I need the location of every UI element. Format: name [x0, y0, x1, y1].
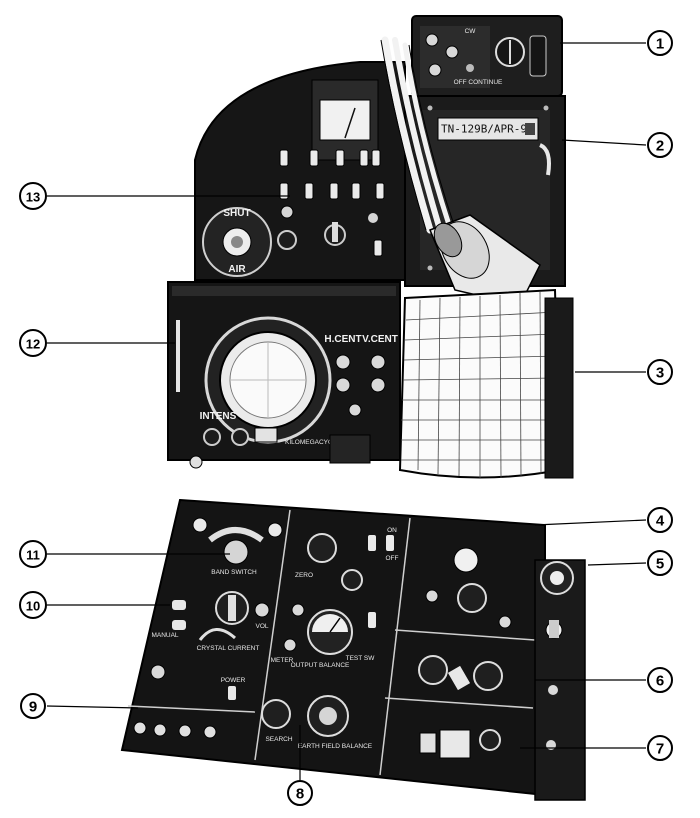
cable-bundle — [381, 36, 453, 234]
h-cent-label: H.CENT — [324, 334, 361, 345]
mesh-bag — [398, 288, 574, 479]
zero-label: ZERO — [295, 572, 313, 579]
test-sw-label: TEST SW — [346, 655, 376, 662]
indicator-scope-unit: H.CENT V.CENT INTENS KILOMEGACYCLES — [167, 281, 401, 469]
air-label: AIR — [228, 264, 246, 275]
on-label: ON — [387, 527, 397, 534]
callout-6: 6 — [647, 667, 673, 693]
callout-13: 13 — [19, 182, 47, 210]
kilomegacycles-label: KILOMEGACYCLES — [285, 439, 346, 446]
callout-3: 3 — [647, 359, 673, 385]
callout-number: 10 — [26, 599, 40, 614]
callout-7: 7 — [647, 735, 673, 761]
callout-10: 10 — [19, 591, 47, 619]
unit-label: OFF CONTINUE — [454, 79, 503, 86]
crystal-current-label: CRYSTAL CURRENT — [197, 645, 260, 652]
cable-connector — [429, 214, 541, 306]
callout-4: 4 — [647, 507, 673, 533]
callout-number: 12 — [26, 337, 40, 352]
callout-8: 8 — [287, 780, 313, 806]
leader-2 — [561, 139, 647, 146]
search-label: SEARCH — [265, 736, 292, 743]
nameplate: TN-129B/APR-9 — [441, 123, 527, 136]
meter-label: METER — [271, 657, 294, 664]
callout-2: 2 — [647, 132, 673, 158]
callout-12: 12 — [19, 329, 47, 357]
callout-number: 7 — [656, 741, 664, 758]
callout-1: 1 — [647, 30, 673, 56]
earth-field-balance-label: EARTH FIELD BALANCE — [298, 743, 373, 750]
intens-label: INTENS — [200, 411, 237, 422]
callout-number: 5 — [656, 556, 664, 573]
tuning-unit-cabinet: TN-129B/APR-9 — [404, 95, 566, 287]
unit-label: CW — [465, 28, 477, 35]
callout-number: 6 — [656, 673, 664, 690]
leader-9 — [46, 705, 139, 709]
callout-number: 1 — [656, 36, 664, 53]
leader-5 — [587, 562, 647, 566]
manual-label: MANUAL — [151, 632, 178, 639]
callout-number: 8 — [296, 786, 304, 803]
band-switch-label: BAND SWITCH — [211, 569, 257, 576]
callout-number: 11 — [26, 548, 40, 563]
callout-9: 9 — [20, 693, 46, 719]
control-panel: BAND SWITCH MANUAL CRYSTAL CURRENT VOL P… — [120, 498, 586, 801]
indicator-cabinet: SHUT AIR — [194, 61, 406, 281]
callout-11: 11 — [19, 540, 47, 568]
callout-number: 9 — [29, 699, 37, 716]
off-label: OFF — [386, 555, 399, 562]
leader-4 — [534, 519, 647, 526]
output-balance-label: OUTPUT BALANCE — [291, 662, 350, 669]
callout-number: 4 — [656, 513, 665, 530]
shutter-label: SHUT — [223, 208, 250, 219]
callout-number: 2 — [656, 138, 664, 155]
vol-label: VOL — [255, 623, 268, 630]
cable-bundle-outline — [380, 39, 456, 231]
callout-5: 5 — [647, 550, 673, 576]
callout-number: 3 — [656, 365, 664, 382]
power-label: POWER — [221, 677, 246, 684]
control-unit-top: CW OFF CONTINUE — [411, 15, 563, 97]
callout-number: 13 — [26, 190, 40, 205]
v-cent-label: V.CENT — [362, 334, 398, 345]
